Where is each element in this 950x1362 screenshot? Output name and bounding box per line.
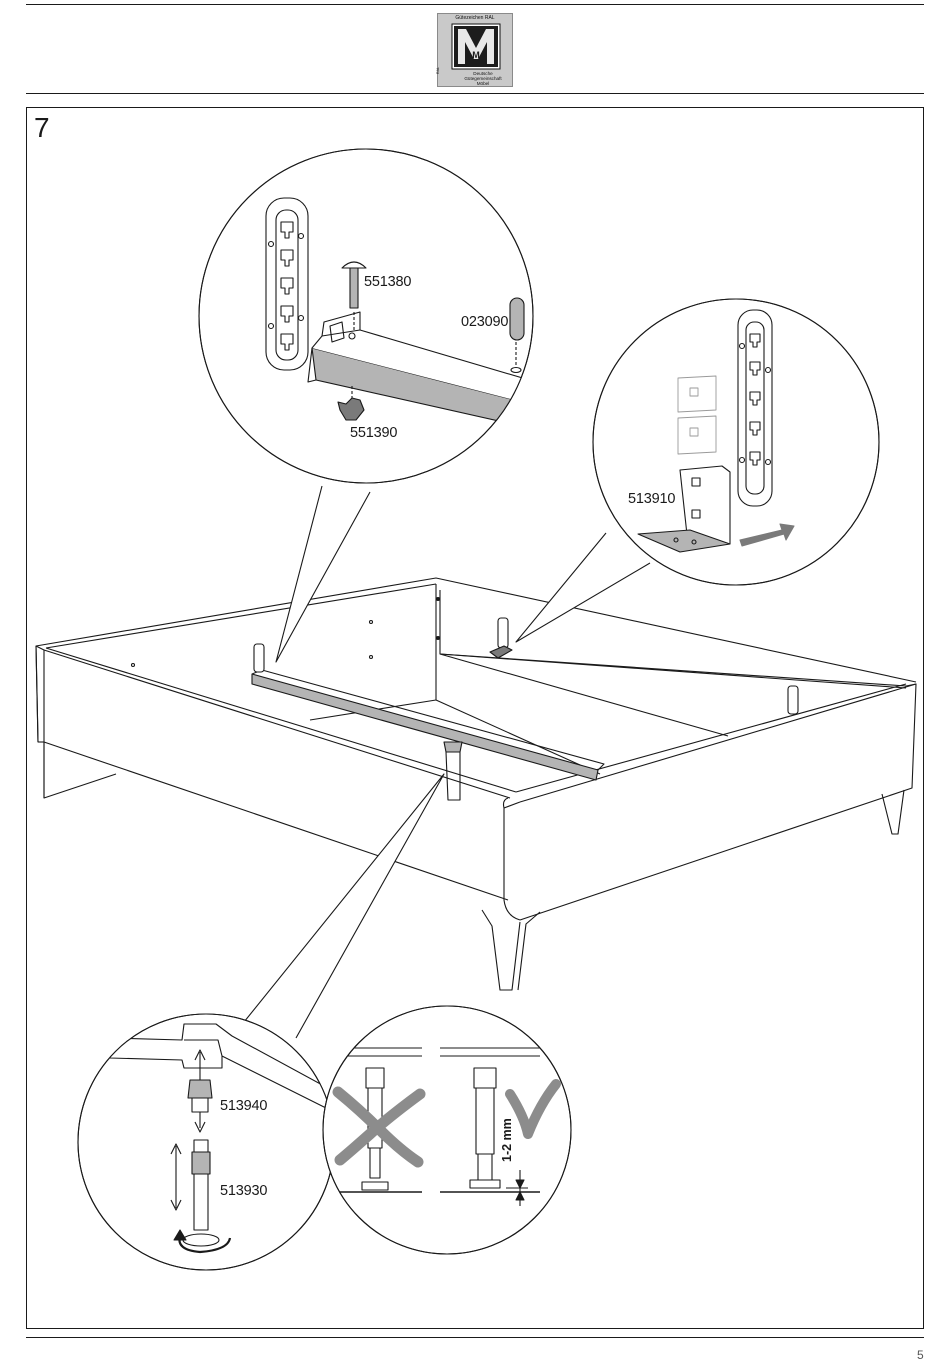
step-number: 7 [34, 112, 50, 143]
header-rule [26, 4, 924, 5]
dowel-hole [435, 596, 441, 602]
seal-line-1: Deutsche [473, 71, 493, 76]
bed-frame [35, 577, 917, 991]
seal-top-text: Gütezeichen RAL [455, 15, 495, 21]
check-mark-icon [505, 1079, 561, 1139]
dowel-hole [368, 619, 374, 625]
dowel-hole [368, 654, 374, 660]
detail-rail-mount [198, 148, 534, 663]
ral-quality-seal: Gütezeichen RAL M Deutsche Gütegemeinsch… [436, 13, 514, 87]
seal-letter: M [472, 50, 480, 60]
seal-m-emblem: M [451, 23, 501, 70]
seal-bottom-text: Deutsche Gütegemeinschaft Möbel [452, 71, 514, 87]
dowel-hole [435, 635, 441, 641]
part-label-pin: 023090 [461, 314, 509, 330]
header-bottom-rule [26, 93, 924, 94]
part-label-bolt: 551380 [364, 274, 412, 290]
step-frame [26, 107, 924, 1329]
part-label-bracket: 513910 [628, 491, 676, 507]
dowel-hole [130, 662, 136, 668]
part-label-foot-insert: 513940 [220, 1098, 268, 1114]
detail-foot-clearance [322, 1005, 572, 1255]
part-label-foot-post: 513930 [220, 1183, 268, 1199]
seal-line-3: Möbel [476, 81, 490, 87]
page-number: 5 [917, 1348, 924, 1362]
detail-bracket-slide [515, 298, 880, 643]
center-rail [251, 617, 799, 801]
part-label-wingnut: 551390 [350, 425, 398, 441]
seal-line-2: Gütegemeinschaft [464, 76, 502, 82]
clearance-dimension: 1-2 mm [500, 1118, 514, 1162]
detail-adjustable-foot [77, 773, 445, 1271]
footer-rule [26, 1337, 924, 1338]
